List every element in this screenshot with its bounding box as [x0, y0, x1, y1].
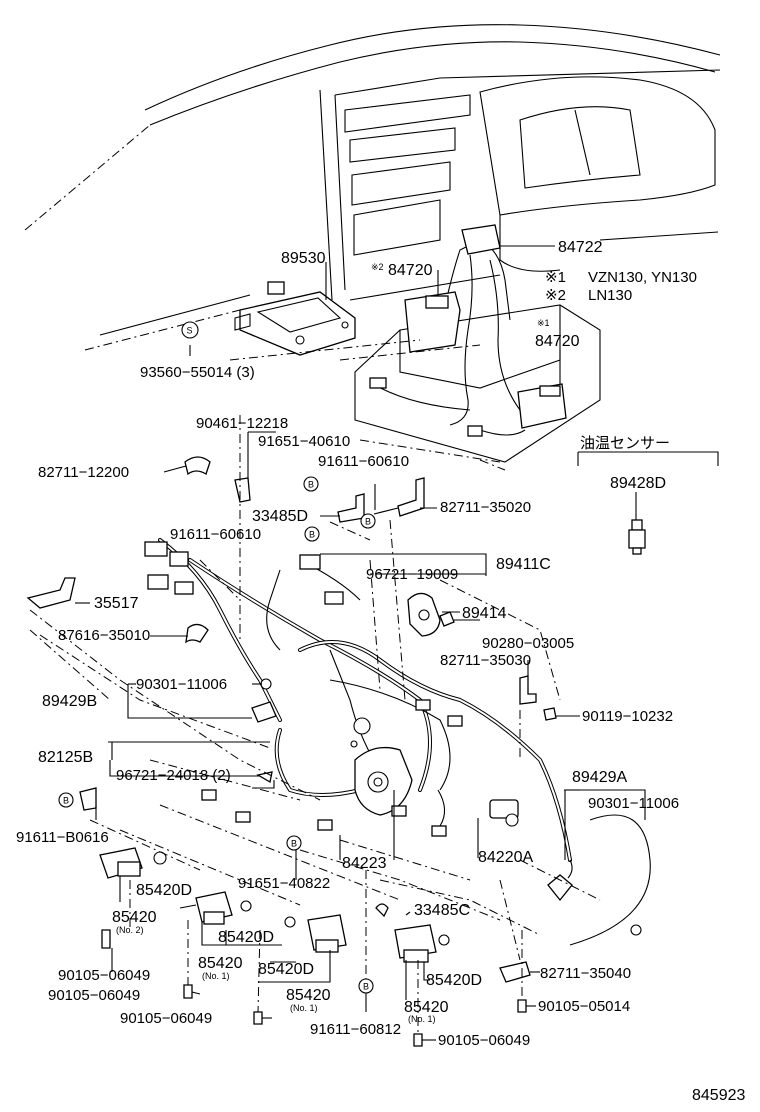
label-90461: 90461−12218: [196, 415, 288, 432]
label-85420-no1-a: 85420: [198, 955, 243, 972]
ecu-89530: [234, 281, 356, 356]
label-96721-19009: 96721−19009: [366, 566, 458, 583]
label-89414: 89414: [462, 605, 507, 622]
note1-mark: ※1: [537, 318, 550, 328]
label-84720-a: 84720: [388, 262, 433, 279]
label-90105-06049-d: 90105−06049: [438, 1032, 530, 1049]
label-91651-40822: 91651−40822: [238, 875, 330, 892]
model-note2-mark: ※2: [545, 287, 566, 304]
label-82711-35030: 82711−35030: [440, 652, 531, 669]
label-82711-12200: 82711−12200: [38, 464, 129, 481]
label-91611-60610-b: 91611−60610: [170, 526, 261, 543]
sensor-89428d: [628, 519, 646, 555]
section-header-oil-temp-sensor: 油温センサー: [580, 434, 670, 452]
module-84223: [354, 746, 413, 816]
label-84722: 84722: [558, 239, 603, 256]
label-96721-24018: 96721−24018 (2): [116, 767, 231, 784]
model-note1-mark: ※1: [545, 269, 566, 286]
diagram-id: 845923: [692, 1087, 745, 1104]
b-mark-symbol: B: [308, 480, 314, 490]
model-note1-text: VZN130, YN130: [588, 269, 697, 286]
b-mark-symbol: B: [365, 517, 371, 527]
bolts: [101, 707, 557, 1047]
label-87616: 87616−35010: [58, 627, 150, 644]
model-note2-text: LN130: [588, 287, 632, 304]
solenoid-valve-no1-c: [394, 924, 450, 963]
center-console: [354, 224, 601, 463]
b-mark-symbol: B: [291, 839, 297, 849]
label-89530: 89530: [281, 250, 326, 267]
label-84720-b: 84720: [535, 333, 580, 350]
b-mark-symbol: B: [363, 982, 369, 992]
solenoid-valve-no2: [99, 847, 167, 879]
assembly-dashed-lines: [29, 339, 601, 1034]
label-82711-35040: 82711−35040: [540, 965, 631, 982]
switch-84220a: [431, 789, 519, 837]
sensor-89414: [407, 592, 441, 637]
label-90105-06049-c: 90105−06049: [120, 1010, 212, 1027]
label-91611-b0616: 91611−B0616: [16, 829, 109, 846]
label-89429b: 89429B: [42, 693, 97, 710]
labels: 84722 89530 ※2 84720 ※1 VZN130, YN130 ※2…: [16, 239, 745, 1104]
solenoid-valve-no1-a: [179, 891, 252, 925]
dashboard-outline: [24, 24, 721, 351]
label-89428d: 89428D: [610, 475, 666, 492]
label-90105-06049-a: 90105−06049: [58, 967, 150, 984]
label-90301-b: 90301−11006: [588, 795, 679, 812]
label-82711-35020: 82711−35020: [440, 499, 531, 516]
label-90105-06049-b: 90105−06049: [48, 987, 140, 1004]
label-85420-no1-c: 85420: [404, 999, 449, 1016]
mark-symbols: S B B B B B B: [58, 321, 376, 994]
label-84223: 84223: [342, 855, 387, 872]
solenoid-valve-no1-b: [284, 914, 347, 953]
label-85420d-1: 85420D: [136, 882, 192, 899]
label-33485c: 33485C: [414, 902, 470, 919]
label-90119: 90119−10232: [582, 708, 673, 725]
label-90301-a: 90301−11006: [136, 676, 227, 693]
label-85420-no2: 85420: [112, 909, 157, 926]
label-no1-a: (No. 1): [202, 971, 230, 981]
label-91611-60812: 91611−60812: [310, 1021, 401, 1038]
label-84220a: 84220A: [478, 849, 533, 866]
label-82125b: 82125B: [38, 749, 93, 766]
label-35517: 35517: [94, 595, 139, 612]
b-mark-symbol: B: [63, 796, 69, 806]
harness-clips: [201, 699, 463, 831]
label-33485d: 33485D: [252, 508, 308, 525]
label-89411c: 89411C: [496, 556, 551, 573]
note2-mark: ※2: [371, 262, 384, 272]
label-91611-60610-a: 91611−60610: [318, 453, 409, 470]
label-85420d-2: 85420D: [218, 929, 274, 946]
harness-connectors-left: [144, 541, 344, 605]
label-89429a: 89429A: [572, 769, 627, 786]
label-90105-05014: 90105−05014: [538, 998, 630, 1015]
label-93560: 93560−55014 (3): [140, 364, 255, 381]
label-85420d-3: 85420D: [258, 961, 314, 978]
label-90280: 90280−03005: [482, 635, 574, 652]
label-no2: (No. 2): [116, 925, 144, 935]
b-mark-symbol: B: [309, 530, 315, 540]
sensor-89429b: [251, 678, 277, 723]
label-85420d-4: 85420D: [426, 972, 482, 989]
leader-lines: [75, 245, 719, 1041]
s-mark-symbol: S: [187, 326, 193, 336]
label-85420-no1-b: 85420: [286, 987, 331, 1004]
label-no1-c: (No. 1): [408, 1014, 436, 1024]
label-91651-40610: 91651−40610: [258, 433, 350, 450]
label-no1-b: (No. 1): [290, 1003, 318, 1013]
